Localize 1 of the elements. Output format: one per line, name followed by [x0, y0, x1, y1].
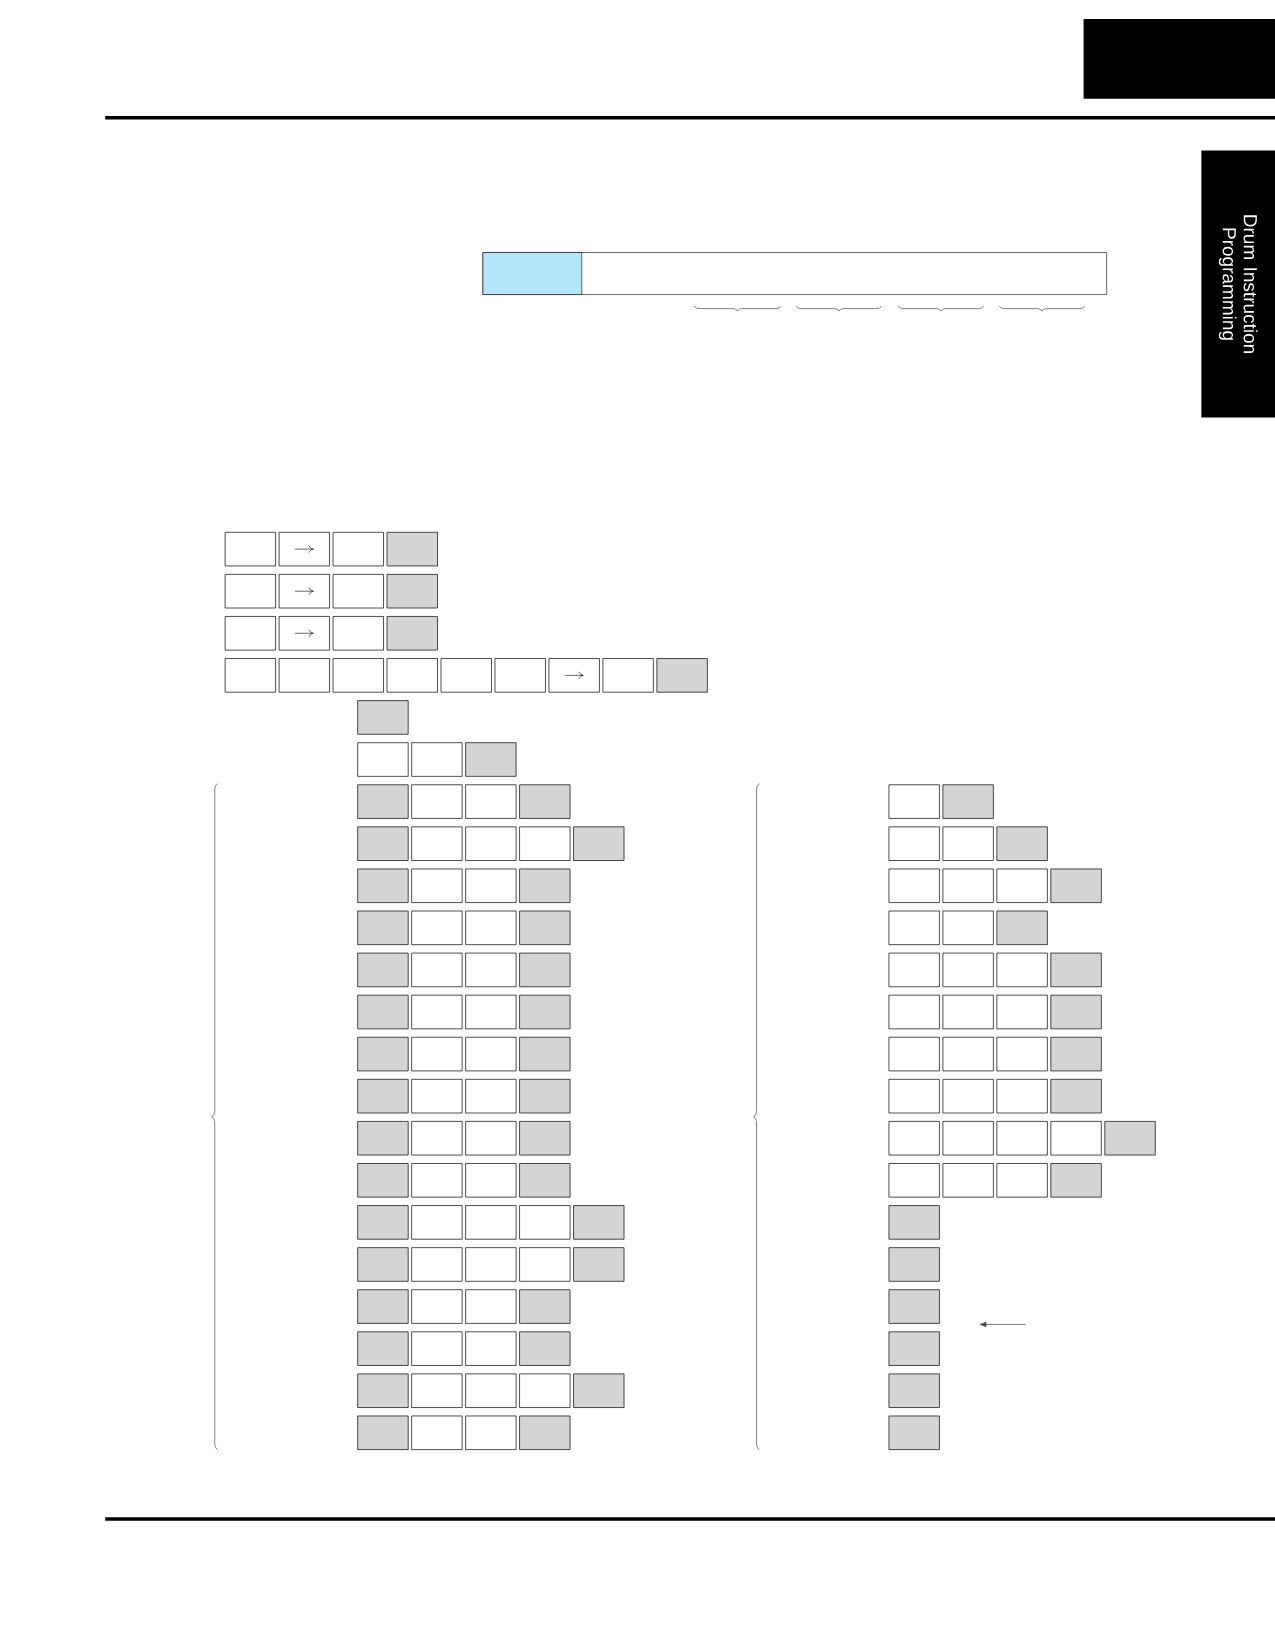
section-tab: Drum Instruction Programming	[1201, 150, 1275, 418]
